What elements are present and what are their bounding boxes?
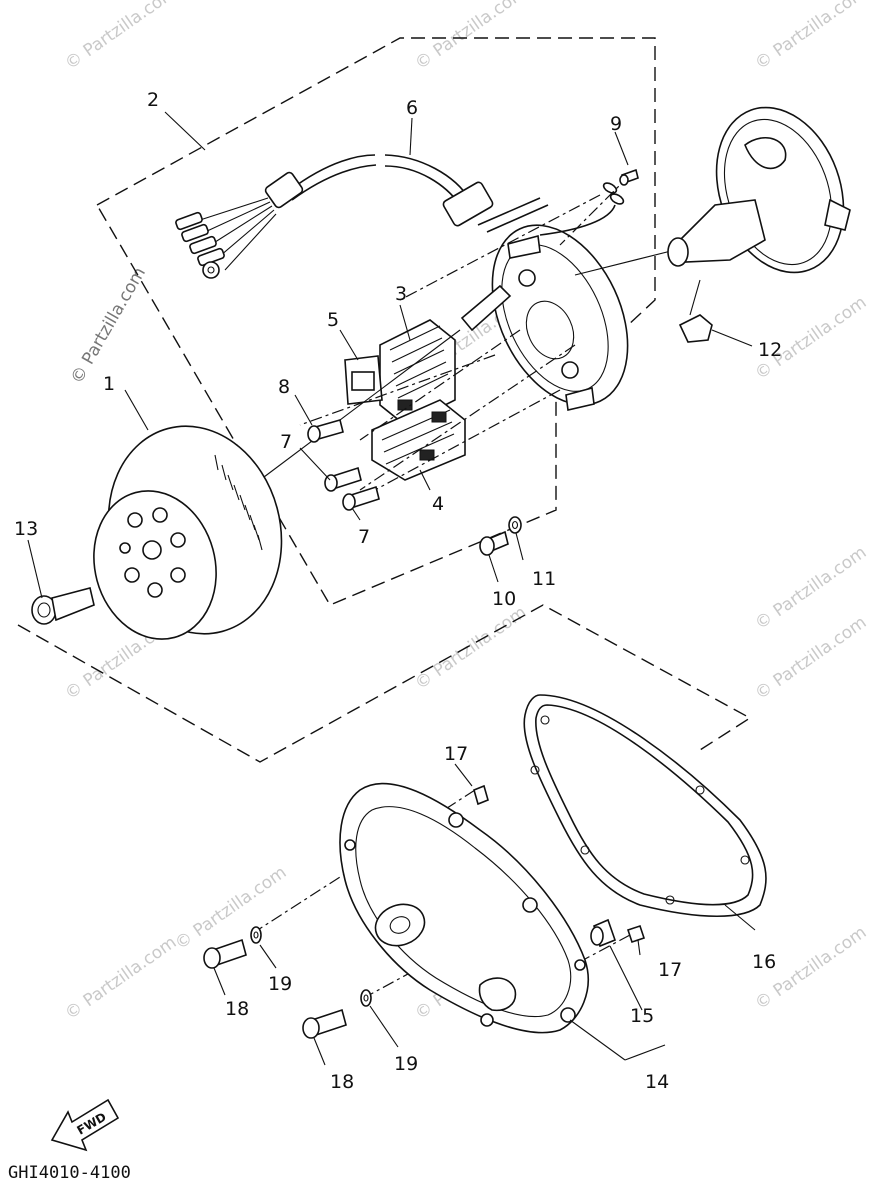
callout-14: 14 bbox=[645, 1071, 669, 1093]
generator-cover bbox=[339, 782, 589, 1034]
diagram-code: GHI4010-4100 bbox=[8, 1163, 131, 1183]
pulser-lead bbox=[539, 182, 625, 236]
flywheel-bolt bbox=[31, 587, 95, 625]
callout-19-upper: 19 bbox=[268, 973, 292, 995]
fasteners-lower bbox=[203, 784, 646, 1039]
callout-1: 1 bbox=[103, 373, 115, 395]
callout-4: 4 bbox=[432, 493, 444, 515]
callout-18-upper: 18 bbox=[225, 998, 249, 1020]
watermark: © Partzilla.com bbox=[751, 0, 869, 74]
callouts: 1 2 3 4 5 6 7 7 8 9 10 11 12 13 14 15 16… bbox=[14, 89, 782, 1093]
harness-connector-left bbox=[264, 171, 304, 209]
fasteners-upper bbox=[307, 168, 639, 556]
callout-5: 5 bbox=[327, 309, 339, 331]
callout-2: 2 bbox=[147, 89, 159, 111]
callout-7-lower: 7 bbox=[358, 526, 370, 548]
callout-18-lower: 18 bbox=[330, 1071, 354, 1093]
flywheel-assembly-boundary bbox=[17, 604, 752, 763]
watermark: © Partzilla.com bbox=[411, 602, 530, 694]
fwd-arrow-icon bbox=[50, 1098, 120, 1152]
callout-17-lower: 17 bbox=[658, 959, 682, 981]
watermark: © Partzilla.com bbox=[411, 0, 530, 74]
flywheel bbox=[93, 425, 283, 640]
callout-3: 3 bbox=[395, 283, 407, 305]
callout-8: 8 bbox=[278, 376, 290, 398]
callout-16: 16 bbox=[752, 951, 776, 973]
callout-10: 10 bbox=[492, 588, 516, 610]
callout-17-upper: 17 bbox=[444, 743, 468, 765]
wire-harness bbox=[175, 154, 494, 279]
crankshaft bbox=[667, 106, 851, 274]
watermark-side: © Partzilla.com bbox=[67, 264, 150, 388]
callout-15: 15 bbox=[630, 1005, 654, 1027]
callout-9: 9 bbox=[610, 113, 622, 135]
watermark: © Partzilla.com bbox=[61, 0, 180, 74]
source-coils bbox=[344, 319, 466, 481]
callout-6: 6 bbox=[406, 97, 418, 119]
callout-12: 12 bbox=[758, 339, 782, 361]
leader-lines bbox=[27, 111, 756, 1066]
watermark: © Partzilla.com bbox=[61, 932, 180, 1024]
callout-13: 13 bbox=[14, 518, 38, 540]
cover-gasket bbox=[523, 694, 767, 918]
callout-19-lower: 19 bbox=[394, 1053, 418, 1075]
callout-11: 11 bbox=[532, 568, 556, 590]
callout-7-upper: 7 bbox=[280, 431, 292, 453]
watermark: © Partzilla.com bbox=[171, 862, 290, 954]
woodruff-key bbox=[678, 314, 713, 343]
fwd-arrow: FWD bbox=[50, 1098, 120, 1152]
harness-connector-right bbox=[442, 181, 494, 227]
